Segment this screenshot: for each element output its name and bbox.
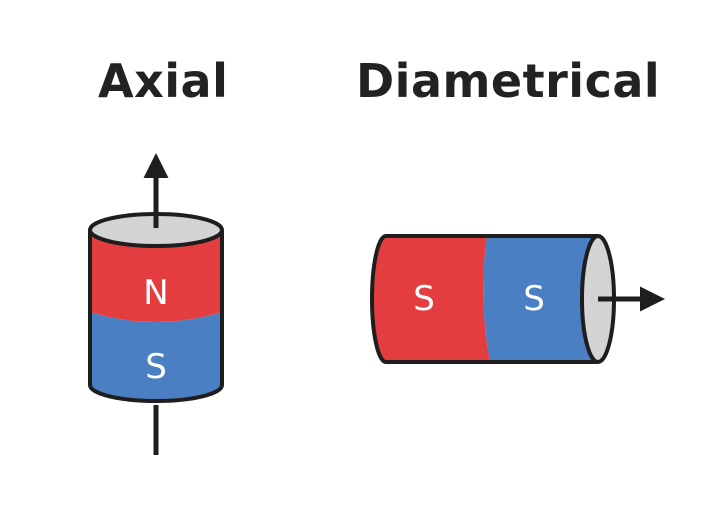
axial-south-label: S xyxy=(145,347,167,387)
axial-north-label: N xyxy=(143,273,168,313)
axial-north-section xyxy=(90,230,222,322)
diametrical-left-label: S xyxy=(413,279,435,319)
diametrical-blue-section xyxy=(483,236,598,362)
axial-magnet: N S xyxy=(88,153,224,455)
axial-outline xyxy=(88,230,224,403)
axial-title: Axial xyxy=(98,54,229,108)
diametrical-red-section xyxy=(372,236,490,362)
diametrical-right-label: S xyxy=(523,279,545,319)
axial-south-section xyxy=(90,312,222,401)
diametrical-outline xyxy=(370,234,598,364)
diametrical-title: Diametrical xyxy=(356,54,661,108)
diametrical-magnet: S S xyxy=(370,234,665,364)
